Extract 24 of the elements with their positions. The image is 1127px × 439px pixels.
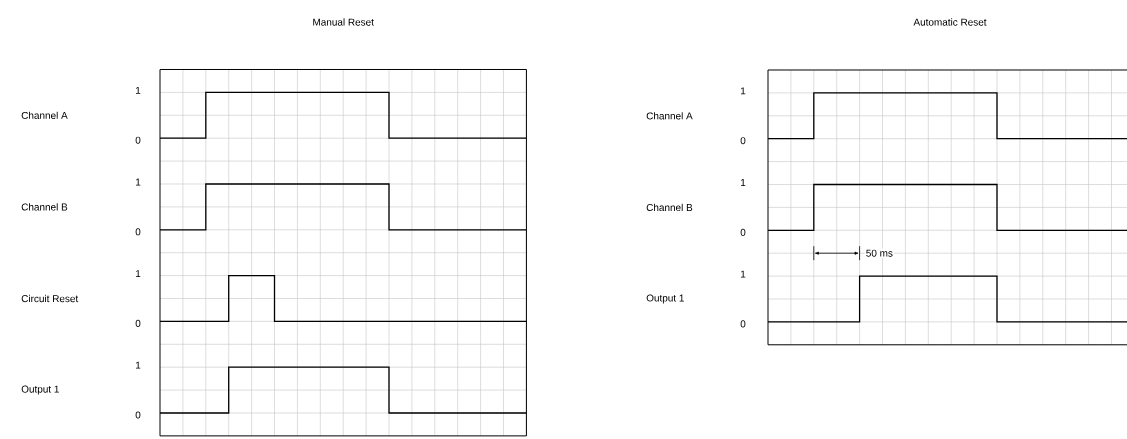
panel-title: Automatic Reset xyxy=(913,18,987,26)
level-label: 1 xyxy=(136,361,141,369)
level-label: 1 xyxy=(136,178,141,186)
level-label: 0 xyxy=(135,228,141,236)
level-label: 1 xyxy=(136,86,141,94)
level-label: 0 xyxy=(740,137,746,145)
level-label: 0 xyxy=(740,228,746,236)
level-label: 0 xyxy=(740,320,746,328)
level-label: 1 xyxy=(741,179,746,186)
level-label: 1 xyxy=(136,270,141,277)
level-label: 0 xyxy=(135,411,141,419)
level-label: 0 xyxy=(135,136,141,144)
signal-name: Channel A xyxy=(646,112,693,120)
level-label: 0 xyxy=(135,319,141,327)
dimension-label: 50 ms xyxy=(864,248,894,258)
signal-name: Output 1 xyxy=(646,294,684,304)
signal-name: Channel B xyxy=(21,203,68,211)
signal-name: Circuit Reset xyxy=(21,294,79,303)
signal-name: Channel A xyxy=(21,111,68,119)
panel-title: Manual Reset xyxy=(313,18,374,26)
level-label: 1 xyxy=(741,270,746,278)
signal-name: Output 1 xyxy=(21,385,59,395)
signal-name: Channel B xyxy=(646,203,693,212)
level-label: 1 xyxy=(741,87,746,95)
